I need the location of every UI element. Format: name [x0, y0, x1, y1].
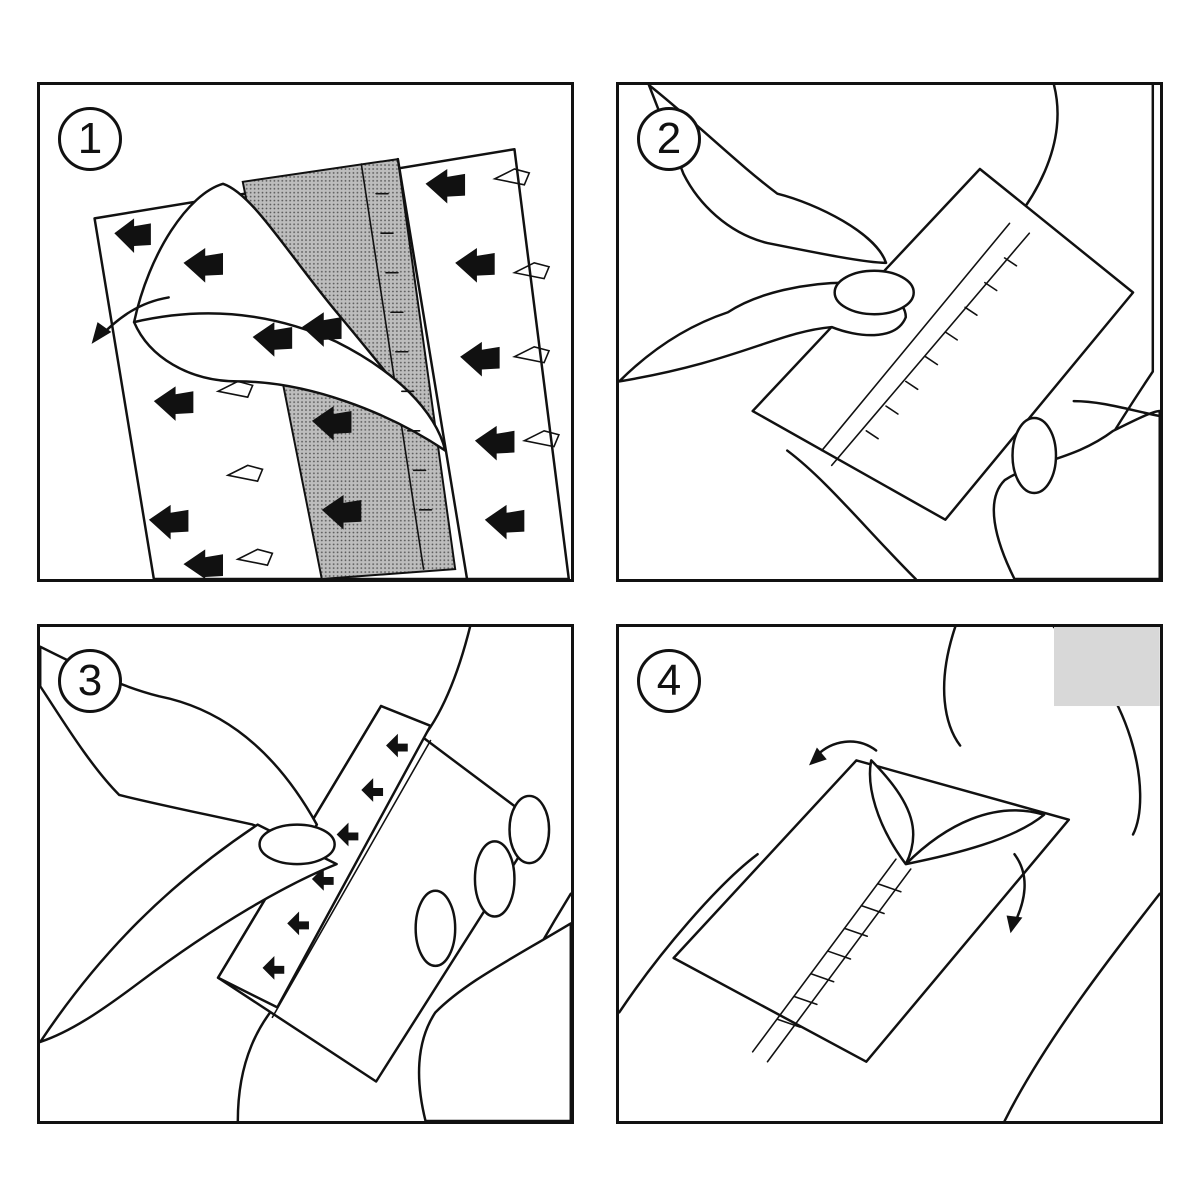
step-2-number: 2 [637, 107, 701, 171]
remove-side-strip-illustration [40, 627, 571, 1121]
step-1-number: 1 [58, 107, 122, 171]
step-3-number: 3 [58, 649, 122, 713]
step-1-panel: 1 [37, 82, 574, 582]
step-4-panel: 4 [616, 624, 1163, 1124]
step-3-panel: 3 [37, 624, 574, 1124]
position-dressing-on-arm-illustration [619, 85, 1160, 579]
step-2-panel: 2 [616, 82, 1163, 582]
step-4-number: 4 [637, 649, 701, 713]
remove-top-frame-illustration [619, 627, 1160, 1121]
peel-backing-illustration [91, 147, 571, 579]
